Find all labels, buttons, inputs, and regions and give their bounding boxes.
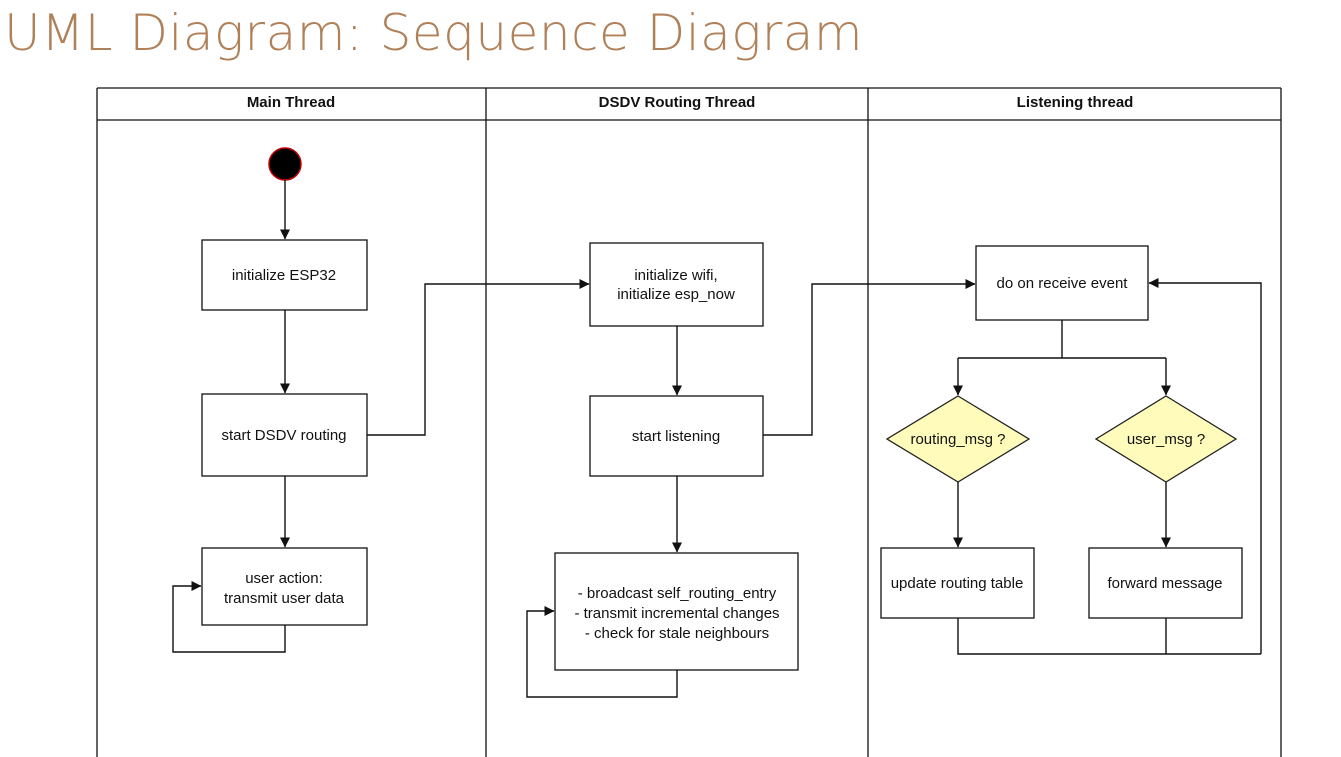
- edge-dsdv-tasks-loop: [526, 606, 678, 698]
- node-receive-event: do on receive event: [975, 245, 1149, 321]
- node-forward-message: forward message: [1088, 547, 1243, 619]
- lane-title-dsdv: DSDV Routing Thread: [599, 94, 756, 111]
- flow-edges: [172, 180, 1262, 698]
- node-dsdv-task-check: - check for stale neighbours: [585, 625, 769, 642]
- node-initialize-esp32: initialize ESP32: [201, 239, 368, 311]
- edge-user-action-loop: [172, 581, 286, 653]
- node-user-action-line1: user action:: [245, 570, 323, 587]
- node-start-listening-label: start listening: [632, 428, 720, 445]
- node-dsdv-task-broadcast: - broadcast self_routing_entry: [578, 585, 777, 602]
- node-initialize-esp32-label: initialize ESP32: [232, 267, 336, 284]
- node-user-action-line2: transmit user data: [224, 590, 345, 607]
- page-title: UML Diagram: Sequence Diagram: [4, 4, 864, 62]
- decision-user-msg-label: user_msg ?: [1127, 431, 1205, 448]
- node-initialize-wifi-line2: initialize esp_now: [617, 286, 735, 303]
- node-start-dsdv-routing: start DSDV routing: [201, 393, 368, 477]
- start-node: [268, 147, 302, 181]
- edge-update-table-merge: [957, 618, 1261, 655]
- decision-user-msg: user_msg ?: [1094, 395, 1238, 483]
- node-initialize-wifi: initialize wifi, initialize esp_now: [589, 242, 764, 327]
- node-receive-event-label: do on receive event: [997, 275, 1129, 292]
- node-forward-message-label: forward message: [1107, 575, 1222, 592]
- edge-loop-back-to-receive-event: [1148, 278, 1262, 654]
- lane-title-listening: Listening thread: [1017, 94, 1134, 111]
- node-update-routing-table-label: update routing table: [891, 575, 1024, 592]
- node-start-dsdv-routing-label: start DSDV routing: [221, 427, 346, 444]
- node-initialize-wifi-line1: initialize wifi,: [634, 267, 717, 284]
- decision-routing-msg: routing_msg ?: [885, 395, 1031, 483]
- edge-start-listening-to-receive-event: [763, 279, 976, 436]
- node-dsdv-task-transmit: - transmit incremental changes: [574, 605, 779, 622]
- node-update-routing-table: update routing table: [880, 547, 1035, 619]
- node-start-listening: start listening: [589, 395, 764, 477]
- node-dsdv-tasks: - broadcast self_routing_entry - transmi…: [554, 552, 799, 671]
- lane-title-main: Main Thread: [247, 94, 335, 111]
- edge-start-dsdv-to-init-wifi: [367, 279, 590, 436]
- decision-routing-msg-label: routing_msg ?: [910, 431, 1005, 448]
- swimlane-frame: [96, 87, 1282, 757]
- node-user-action: user action: transmit user data: [201, 547, 368, 626]
